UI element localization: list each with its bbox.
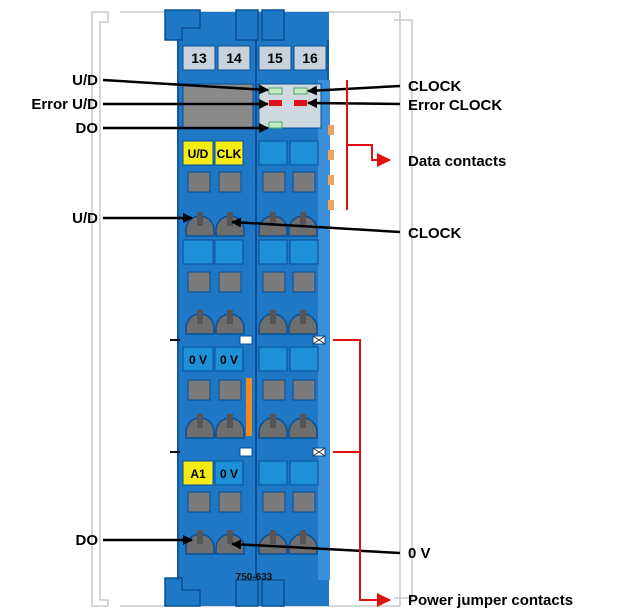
label-ud-led: U/D (72, 72, 98, 89)
label-do-output: DO (76, 532, 99, 549)
power-jumper-bracket (333, 339, 391, 607)
terminal-14-label: 14 (226, 50, 242, 66)
clamp-openings (185, 215, 318, 555)
signal-0v-label-3: 0 V (220, 467, 238, 481)
label-data-contacts: Data contacts (408, 153, 506, 170)
model-number: 750-633 (236, 572, 273, 583)
terminal-16-label: 16 (302, 50, 318, 66)
signal-ud-label: U/D (188, 147, 209, 161)
left-arrows (102, 78, 269, 545)
led-clock (293, 87, 308, 95)
label-clock-led: CLOCK (408, 78, 461, 95)
led-do (268, 121, 283, 129)
terminal-numbers: 13 14 15 16 (182, 45, 327, 71)
label-error-ud: Error U/D (31, 96, 98, 113)
right-arrows (231, 84, 401, 555)
signal-clk-label: CLK (217, 147, 242, 161)
signal-labels: U/D CLK 0 V 0 V A1 0 V (182, 140, 244, 486)
terminal-15-label: 15 (267, 50, 283, 66)
signal-0v-label-1: 0 V (189, 353, 207, 367)
power-jumper-strip (246, 378, 252, 436)
data-contacts (328, 125, 334, 210)
led-error-clock (294, 100, 307, 106)
terminal-13-label: 13 (191, 50, 207, 66)
blank-label-squares (182, 140, 319, 486)
clamp-pins (197, 212, 306, 544)
data-contacts-bracket (346, 80, 391, 210)
signal-a1-label: A1 (190, 467, 206, 481)
label-power-jumper-contacts: Power jumper contacts (408, 592, 573, 609)
signal-0v-label-2: 0 V (220, 353, 238, 367)
label-do-led: DO (76, 120, 99, 137)
led-ud (268, 87, 283, 95)
label-clock-input: CLOCK (408, 225, 461, 242)
led-error-ud (269, 100, 282, 106)
label-ud-input: U/D (72, 210, 98, 227)
label-error-clock: Error CLOCK (408, 97, 502, 114)
label-0v: 0 V (408, 545, 431, 562)
release-buttons (187, 171, 316, 513)
power-jumper-markers (170, 335, 326, 457)
marker-strip (182, 83, 254, 129)
